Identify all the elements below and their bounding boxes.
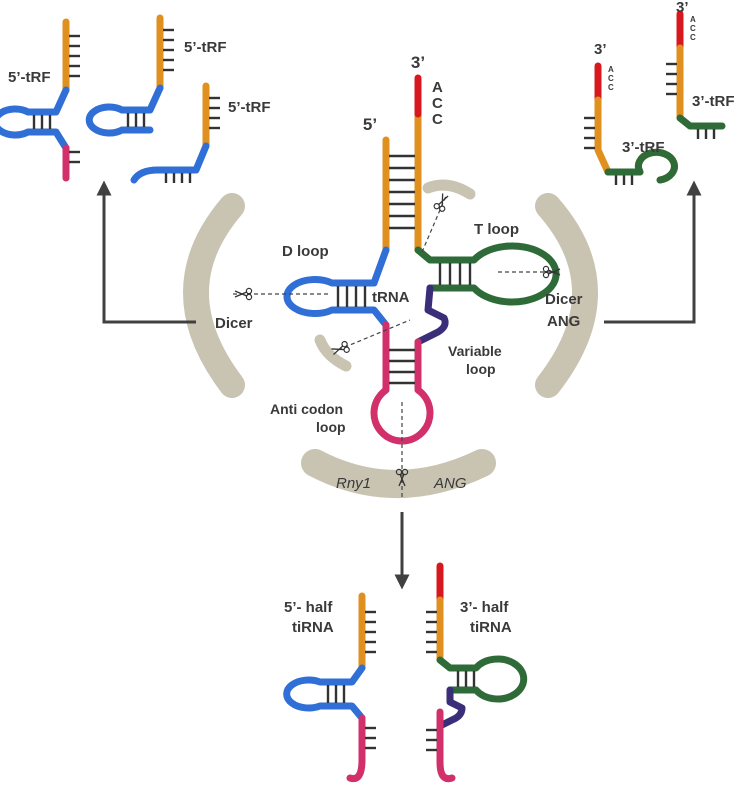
five-trf-fragment-c	[130, 82, 220, 184]
right-enzyme-band	[535, 193, 598, 398]
three-half-tirna	[426, 562, 528, 783]
t-arm-rungs	[438, 263, 472, 285]
d-arm	[283, 246, 390, 329]
five-trf-label-a: 5’-tRF	[8, 69, 51, 86]
scissor-icon	[432, 191, 452, 213]
anticodon-rungs	[389, 348, 415, 385]
t-arm	[414, 242, 560, 306]
d-loop-label: D loop	[282, 243, 329, 260]
three-trf-fragment-b	[666, 10, 726, 139]
five-trf-label-c: 5’-tRF	[228, 99, 271, 116]
enzyme-bottom-left-label: Rny1	[336, 475, 371, 492]
variable-loop-label-1: Variable	[448, 343, 502, 359]
top-small-band	[422, 179, 476, 200]
acc-small-a1: A	[608, 65, 614, 74]
acc-small-b1: A	[690, 15, 696, 24]
scissor-icon	[234, 287, 253, 301]
cleavage-lines	[233, 195, 560, 498]
t-loop-label: T loop	[474, 221, 519, 238]
arrow-left-up	[96, 180, 196, 324]
five-trf-label-b: 5’-tRF	[184, 39, 227, 56]
acc-small-b3: C	[690, 33, 696, 42]
anticodon-label-2: loop	[316, 419, 346, 435]
variable-loop	[414, 284, 449, 346]
cca-c1-label: C	[432, 95, 443, 112]
arrow-right-up	[604, 180, 702, 324]
acc-small-a3: C	[608, 83, 614, 92]
three-prime-label: 3’	[411, 53, 425, 72]
anticodon-label-1: Anti codon	[270, 401, 343, 417]
three-trf-label-a: 3’-tRF	[622, 139, 665, 156]
trna-label: tRNA	[372, 289, 410, 306]
three-prime-small-b: 3’	[676, 0, 689, 16]
five-half-tirna	[283, 592, 376, 783]
acc-small-b2: C	[690, 24, 696, 33]
three-trf-label-b: 3’-tRF	[692, 93, 735, 110]
cca-a-label: A	[432, 79, 443, 96]
acc-small-a2: C	[608, 74, 614, 83]
three-trf-fragment-a	[584, 62, 678, 185]
three-half-label-1: 3’- half	[460, 599, 509, 616]
three-prime-small-a: 3’	[594, 41, 607, 58]
five-trf-fragment-b	[85, 14, 174, 137]
five-half-label-2: tiRNA	[292, 619, 334, 636]
left-enzyme-band	[183, 193, 245, 398]
enzyme-right-label-1: Dicer	[545, 291, 583, 308]
enzyme-left-label: Dicer	[215, 315, 253, 332]
enzyme-bottom-right-label: ANG	[433, 475, 467, 492]
central-trna	[283, 74, 560, 445]
five-prime-label: 5’	[363, 115, 377, 134]
three-half-label-2: tiRNA	[470, 619, 512, 636]
five-half-label-1: 5’- half	[284, 599, 333, 616]
d-arm-rungs	[336, 286, 367, 307]
left-small-band	[314, 334, 352, 372]
bottom-enzyme-band	[301, 449, 496, 498]
variable-loop-label-2: loop	[466, 361, 496, 377]
five-trf-fragment-a	[0, 18, 80, 182]
acceptor-stem-rungs	[389, 154, 415, 230]
cca-c2-label: C	[432, 111, 443, 128]
enzyme-right-label-2: ANG	[547, 313, 580, 330]
anticodon-arm	[370, 321, 434, 445]
